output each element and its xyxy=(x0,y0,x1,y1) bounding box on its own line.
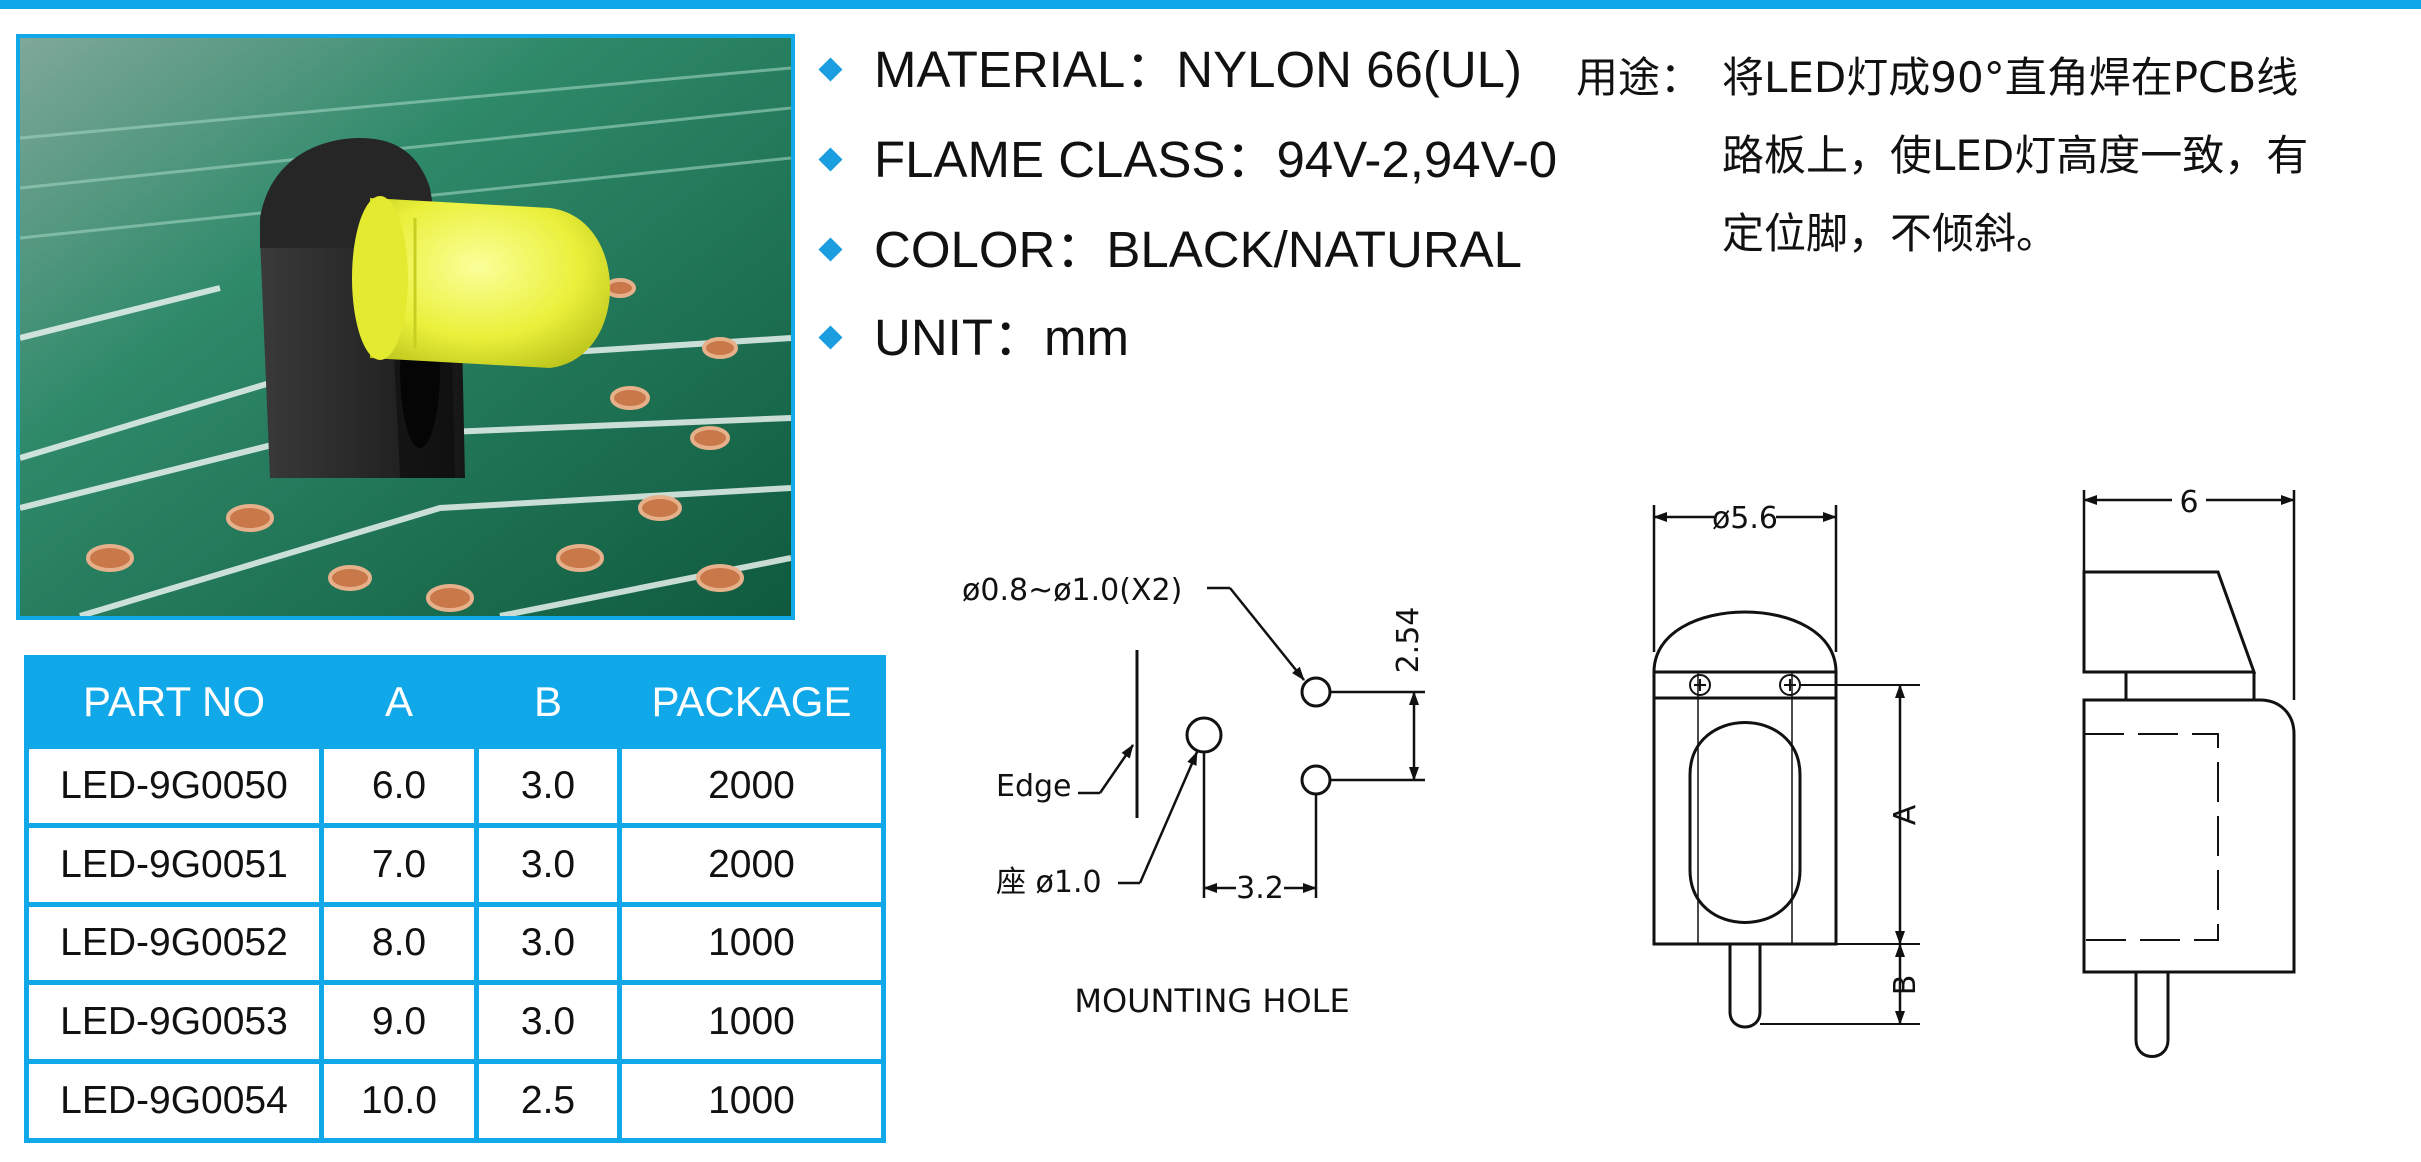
cell-package: 2000 xyxy=(617,822,886,907)
header-b: B xyxy=(474,655,622,749)
product-photo xyxy=(16,34,795,620)
part-table: PART NO A B PACKAGE LED-9G0050 6.0 3.0 2… xyxy=(24,655,886,1143)
cell-a: 10.0 xyxy=(319,1059,479,1143)
header-part-no: PART NO xyxy=(24,655,324,749)
cell-b: 3.0 xyxy=(474,901,622,986)
header-a: A xyxy=(319,655,479,749)
side-width-label: 6 xyxy=(2179,485,2198,520)
table-row: LED-9G0050 6.0 3.0 2000 xyxy=(24,744,886,828)
dim-b-label: B xyxy=(1888,975,1923,996)
seat-hole xyxy=(1185,716,1223,754)
cell-package: 1000 xyxy=(617,1059,886,1143)
mounting-hole-title: MOUNTING HOLE xyxy=(1074,982,1349,1020)
led-holder-photo xyxy=(20,38,791,616)
cell-b: 3.0 xyxy=(474,822,622,907)
dim-a-label: A xyxy=(1888,804,1923,825)
seat-label: 座 ø1.0 xyxy=(996,865,1102,900)
cell-package: 1000 xyxy=(617,901,886,986)
table-row: LED-9G0052 8.0 3.0 1000 xyxy=(24,901,886,986)
led-dome xyxy=(1652,610,1838,674)
edge-label: Edge xyxy=(996,769,1072,804)
cell-package: 2000 xyxy=(617,744,886,828)
side-body xyxy=(2082,698,2296,974)
table-row: LED-9G0053 9.0 3.0 1000 xyxy=(24,980,886,1065)
cell-part-no: LED-9G0050 xyxy=(24,744,324,828)
cell-b: 3.0 xyxy=(474,744,622,828)
header-package: PACKAGE xyxy=(617,655,886,749)
cell-a: 9.0 xyxy=(319,980,479,1065)
table-row: LED-9G0051 7.0 3.0 2000 xyxy=(24,822,886,907)
cell-part-no: LED-9G0053 xyxy=(24,980,324,1065)
hole-dia-label: ø0.8~ø1.0(X2) xyxy=(962,573,1182,608)
cell-a: 7.0 xyxy=(319,822,479,907)
locating-pin xyxy=(1728,944,1762,1029)
offset-label: 3.2 xyxy=(1236,871,1284,906)
front-view-drawing xyxy=(1652,505,1920,1029)
side-view-drawing xyxy=(2082,490,2296,1058)
top-accent-bar xyxy=(0,0,2421,9)
cell-a: 8.0 xyxy=(319,901,479,986)
cell-package: 1000 xyxy=(617,980,886,1065)
cell-part-no: LED-9G0051 xyxy=(24,822,324,907)
holder-body xyxy=(1652,696,1838,946)
side-hidden-outline xyxy=(2084,733,2219,941)
table-header-row: PART NO A B PACKAGE xyxy=(24,655,886,749)
cell-b: 3.0 xyxy=(474,980,622,1065)
pitch-label: 2.54 xyxy=(1391,607,1426,674)
mounting-hole-bottom xyxy=(1300,764,1332,796)
front-width-label: ø5.6 xyxy=(1712,501,1778,536)
usage-label: 用途： xyxy=(1576,53,1703,102)
cell-part-no: LED-9G0052 xyxy=(24,901,324,986)
side-pin xyxy=(2134,972,2170,1058)
usage-line: 定位脚，不倾斜。 xyxy=(1722,209,2059,258)
mounting-hole-drawing xyxy=(1078,586,1425,898)
usage-line: 路板上，使LED灯高度一致，有 xyxy=(1722,131,2309,180)
holder-slot xyxy=(1688,721,1802,924)
mounting-hole-top xyxy=(1300,676,1332,708)
cell-a: 6.0 xyxy=(319,744,479,828)
cell-part-no: LED-9G0054 xyxy=(24,1059,324,1143)
side-hood xyxy=(2082,570,2257,674)
cell-b: 2.5 xyxy=(474,1059,622,1143)
usage-line: 将LED灯成90°直角焊在PCB线 xyxy=(1722,53,2299,102)
table-row: LED-9G0054 10.0 2.5 1000 xyxy=(24,1059,886,1143)
